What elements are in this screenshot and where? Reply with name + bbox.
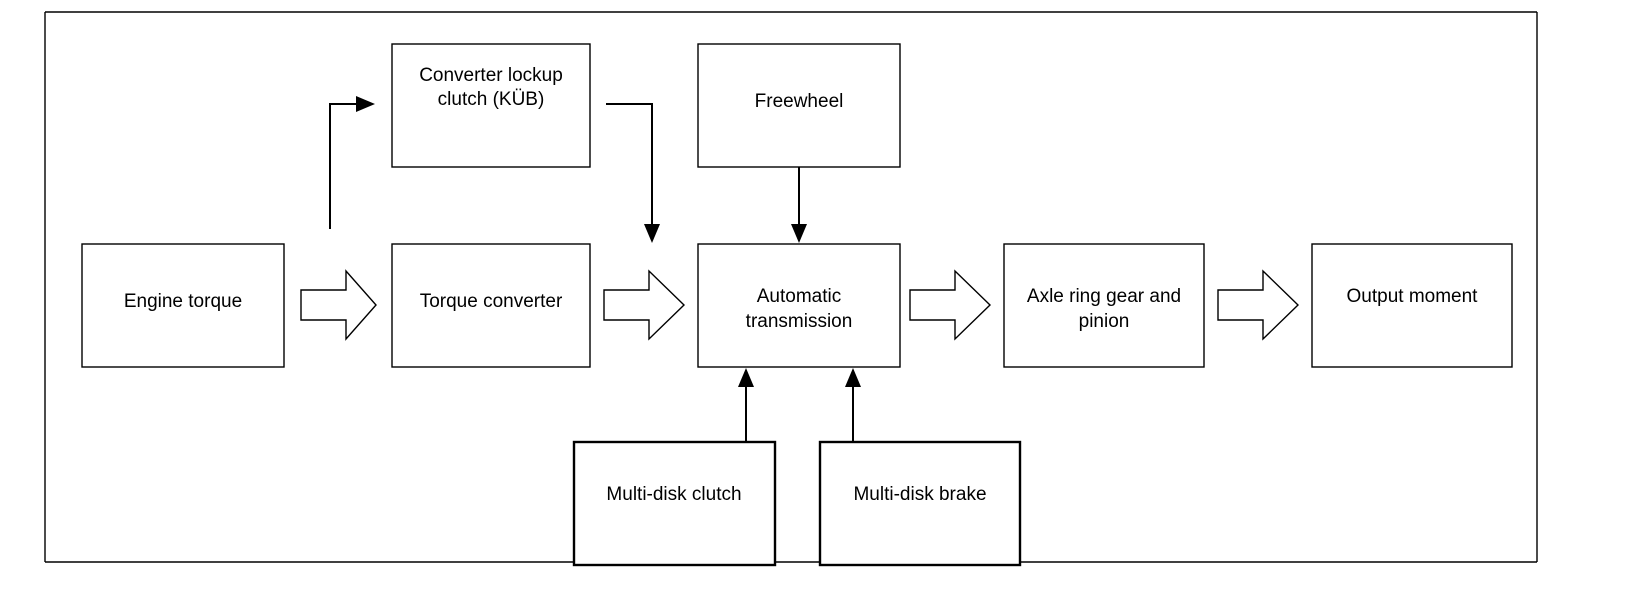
block-torque-converter-label: Torque converter: [420, 291, 563, 312]
block-automatic-transmission: Automatic transmission: [697, 243, 901, 368]
block-axle-ring-gear: Axle ring gear and pinion: [1003, 243, 1205, 368]
block-lockup-clutch-box: [391, 43, 591, 168]
block-freewheel-label: Freewheel: [755, 91, 844, 112]
block-output-moment-box: [1311, 243, 1513, 368]
block-lockup-clutch-label-line1: Converter lockup: [419, 65, 563, 86]
block-axle-ring-gear-label-line2: pinion: [1079, 311, 1130, 332]
block-lockup-clutch-label-line2: clutch (KÜB): [438, 89, 545, 110]
block-engine-torque-box: [81, 243, 285, 368]
flow-arrow-converter-to-transmission: [603, 269, 686, 341]
block-multi-disk-clutch-box: [572, 440, 777, 567]
arrowhead-into-lockup-clutch: [356, 96, 375, 112]
block-converter-lockup-clutch: Converter lockup clutch (KÜB): [391, 43, 591, 168]
block-multi-disk-brake: Multi-disk brake: [818, 440, 1022, 567]
block-output-moment-label: Output moment: [1347, 286, 1479, 307]
block-multi-disk-clutch: Multi-disk clutch: [572, 440, 777, 567]
flow-arrow-engine-to-converter: [300, 269, 377, 341]
connector-engine-to-lockup-clutch: [329, 103, 358, 229]
flow-arrow-transmission-to-axle: [909, 269, 992, 341]
arrowhead-brake-into-transmission: [845, 368, 861, 387]
block-multi-disk-clutch-label: Multi-disk clutch: [606, 484, 741, 505]
block-automatic-transmission-label-line2: transmission: [746, 311, 853, 332]
block-torque-converter: Torque converter: [391, 243, 591, 368]
connector-lockup-clutch-to-transmission: [606, 103, 653, 226]
block-axle-ring-gear-box: [1003, 243, 1205, 368]
block-multi-disk-brake-label: Multi-disk brake: [853, 484, 986, 505]
block-freewheel-box: [697, 43, 901, 168]
arrowhead-freewheel-into-transmission: [791, 224, 807, 243]
arrowhead-lockup-into-transmission: [644, 224, 660, 243]
block-torque-converter-box: [391, 243, 591, 368]
block-multi-disk-brake-box: [818, 440, 1022, 567]
block-engine-torque-label: Engine torque: [124, 291, 242, 312]
arrowhead-clutch-into-transmission: [738, 368, 754, 387]
block-engine-torque: Engine torque: [81, 243, 285, 368]
block-axle-ring-gear-label-line1: Axle ring gear and: [1027, 286, 1181, 307]
block-freewheel: Freewheel: [697, 43, 901, 168]
block-automatic-transmission-label-line1: Automatic: [757, 286, 841, 307]
flow-arrow-axle-to-output: [1217, 269, 1300, 341]
block-automatic-transmission-box: [697, 243, 901, 368]
block-output-moment: Output moment: [1311, 243, 1513, 368]
